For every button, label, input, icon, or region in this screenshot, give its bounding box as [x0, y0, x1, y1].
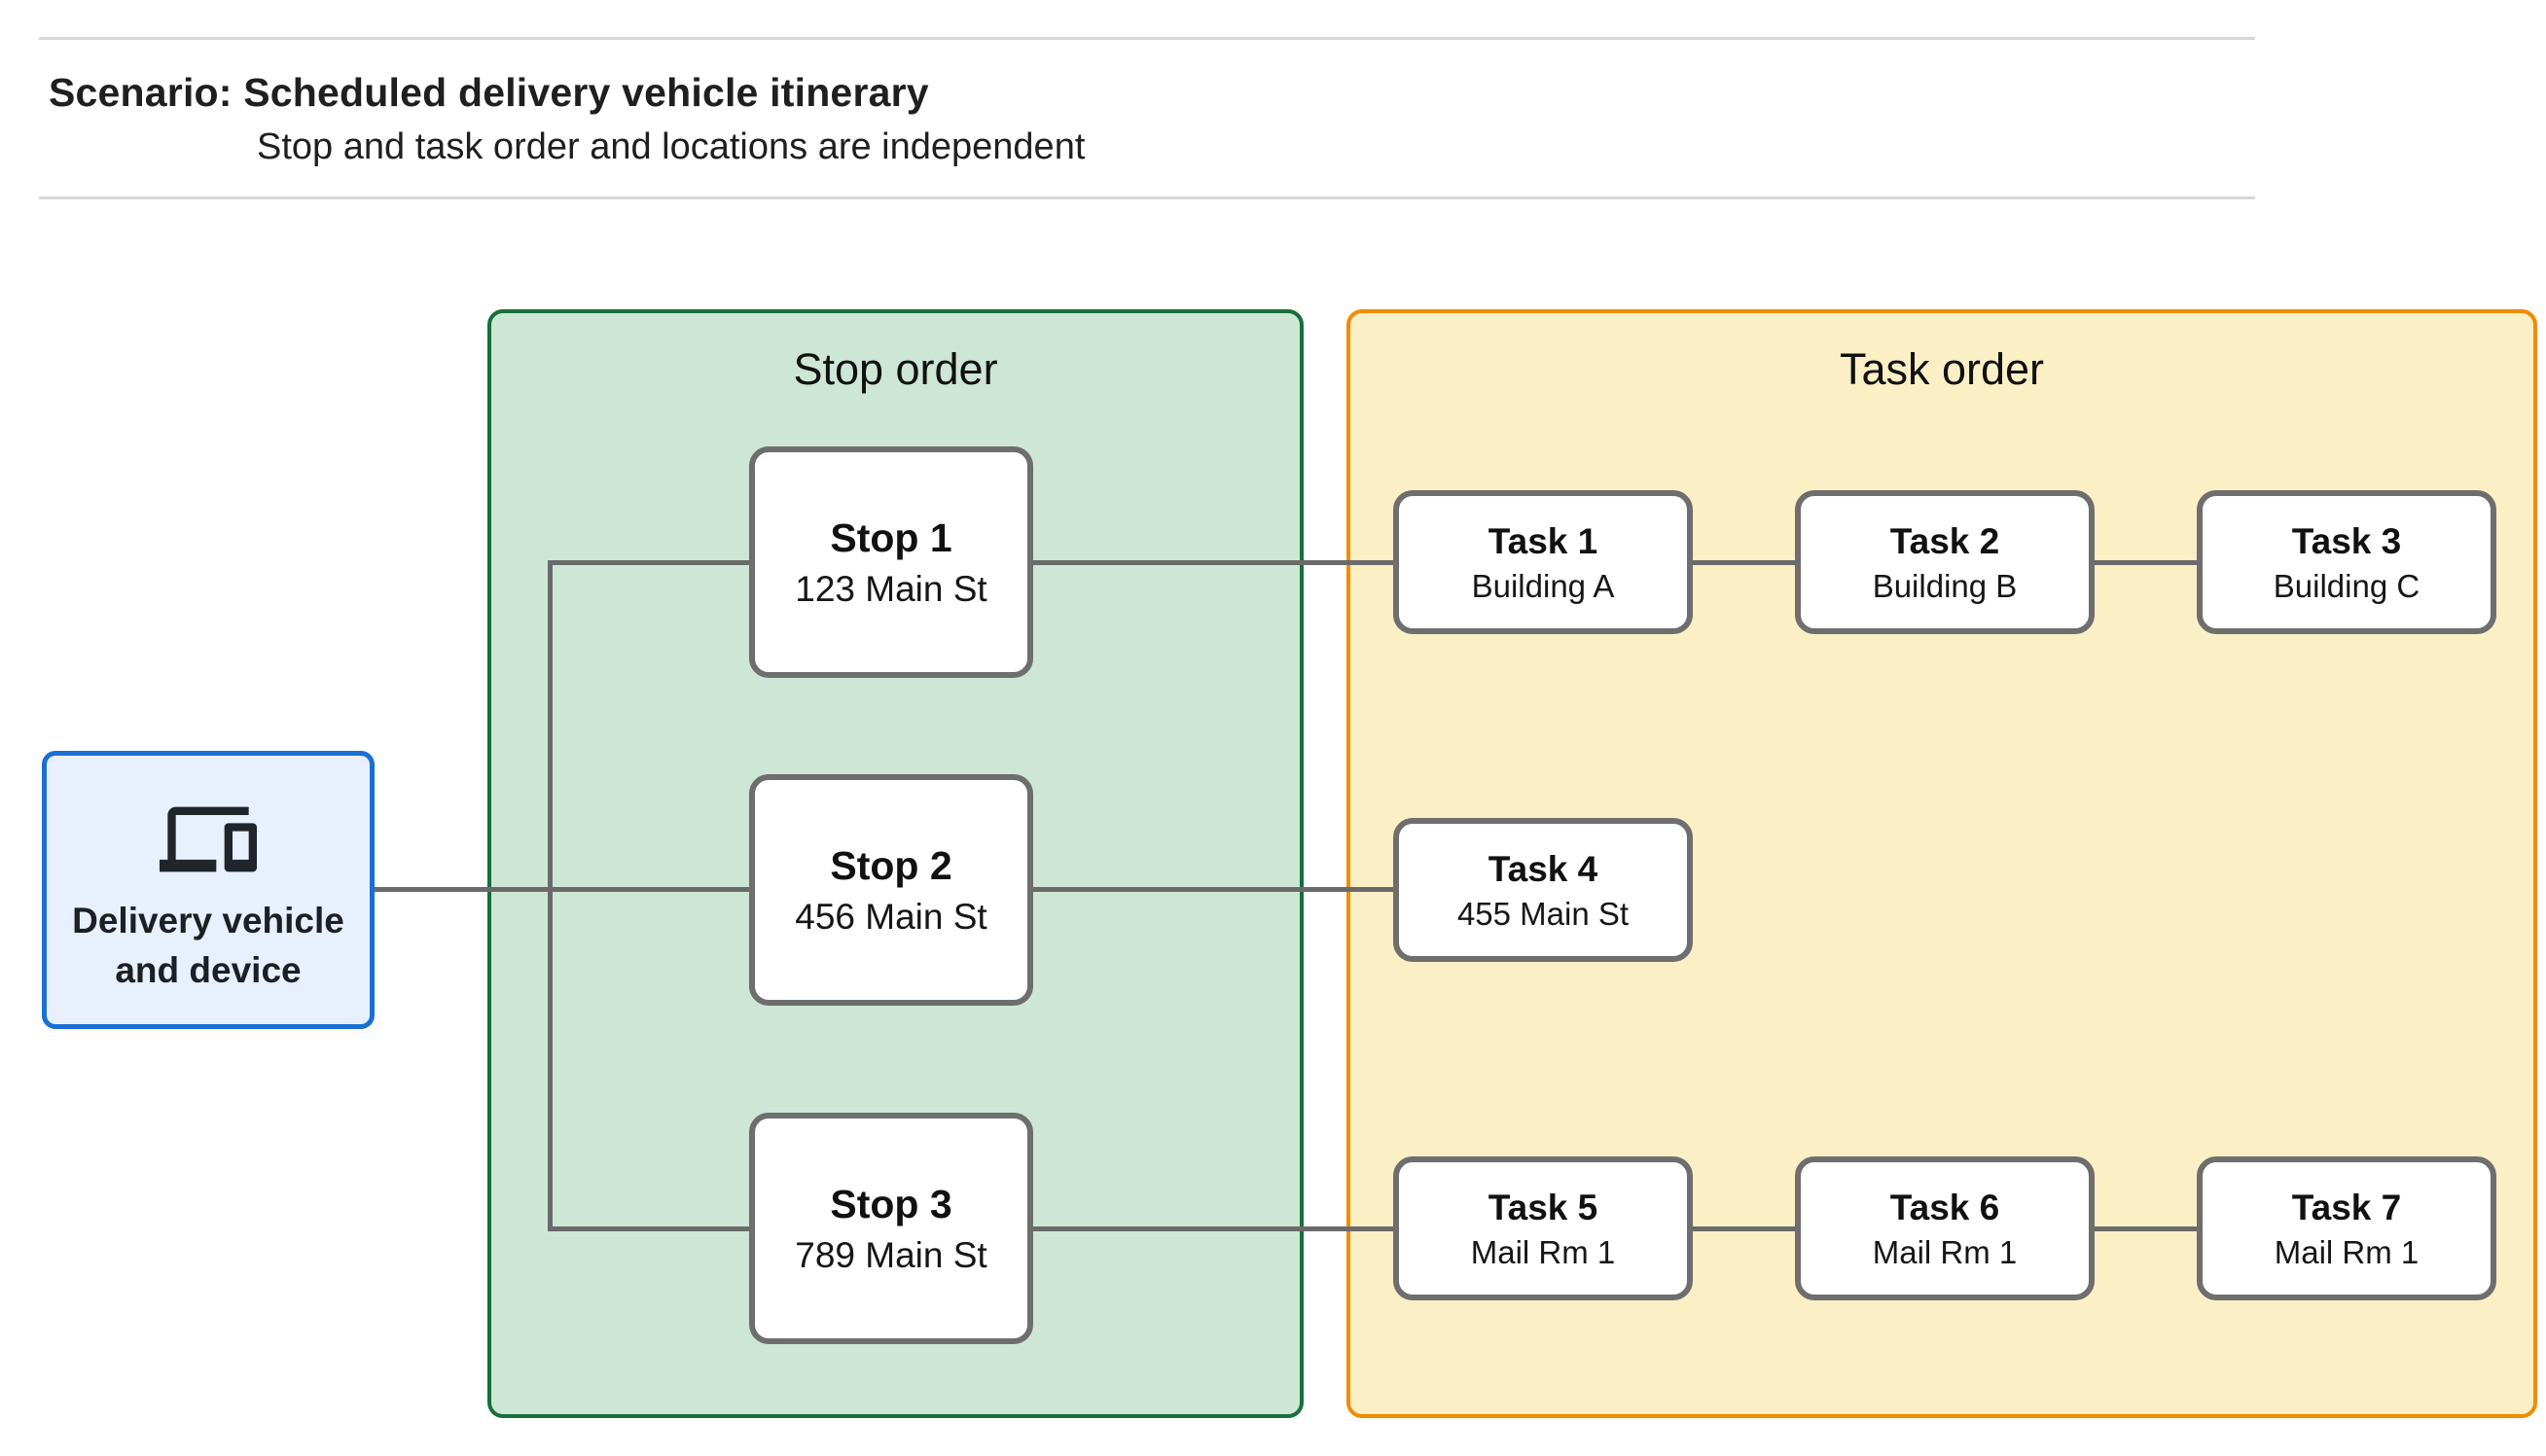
stop-1-title: Stop 1: [830, 515, 952, 561]
task-1-location: Building A: [1471, 567, 1615, 604]
header-divider-top: [39, 37, 2255, 40]
stop-2-node: Stop 2 456 Main St: [749, 774, 1033, 1006]
task-5-title: Task 5: [1488, 1187, 1598, 1227]
delivery-vehicle-node: Delivery vehicle and device: [42, 751, 375, 1029]
connector-branch-to-stop1: [548, 560, 749, 565]
task-5-node: Task 5 Mail Rm 1: [1393, 1156, 1693, 1300]
task-7-title: Task 7: [2291, 1187, 2402, 1227]
task-7-location: Mail Rm 1: [2274, 1233, 2420, 1270]
task-7-node: Task 7 Mail Rm 1: [2197, 1156, 2496, 1300]
task-4-location: 455 Main St: [1456, 895, 1630, 932]
connector-task1-to-task2: [1693, 560, 1795, 565]
delivery-vehicle-label: Delivery vehicle and device: [72, 896, 344, 995]
stop-1-address: 123 Main St: [795, 568, 987, 609]
stop-2-title: Stop 2: [830, 843, 952, 889]
connector-branch-to-stop3: [548, 1226, 749, 1231]
task-6-node: Task 6 Mail Rm 1: [1795, 1156, 2095, 1300]
stop-3-address: 789 Main St: [795, 1234, 987, 1275]
task-1-title: Task 1: [1488, 520, 1598, 561]
connector-task2-to-task3: [2095, 560, 2197, 565]
stop-3-node: Stop 3 789 Main St: [749, 1113, 1033, 1344]
connector-stop2-to-task4: [1033, 887, 1393, 892]
connector-stop1-to-task1: [1033, 560, 1393, 565]
connector-task5-to-task6: [1693, 1226, 1795, 1231]
task-3-location: Building C: [2273, 567, 2420, 604]
task-6-location: Mail Rm 1: [1872, 1233, 2018, 1270]
devices-icon: [160, 806, 257, 872]
task-4-node: Task 4 455 Main St: [1393, 818, 1693, 962]
stop-order-panel-title: Stop order: [793, 344, 998, 394]
connector-stop3-to-task5: [1033, 1226, 1393, 1231]
task-3-node: Task 3 Building C: [2197, 490, 2496, 634]
delivery-vehicle-label-line2: and device: [115, 949, 302, 990]
page-title: Scenario: Scheduled delivery vehicle iti…: [49, 70, 929, 115]
connector-branch-spine: [548, 560, 553, 1231]
task-1-node: Task 1 Building A: [1393, 490, 1693, 634]
task-4-title: Task 4: [1488, 848, 1598, 889]
task-2-title: Task 2: [1889, 520, 2000, 561]
connector-vehicle-to-stop2: [375, 887, 749, 892]
header-divider-bottom: [39, 196, 2255, 199]
delivery-vehicle-label-line1: Delivery vehicle: [72, 900, 344, 941]
connector-task6-to-task7: [2095, 1226, 2197, 1231]
task-2-node: Task 2 Building B: [1795, 490, 2095, 634]
task-3-title: Task 3: [2291, 520, 2402, 561]
task-order-panel-title: Task order: [1839, 344, 2045, 394]
page-subtitle: Stop and task order and locations are in…: [257, 126, 1086, 167]
stop-2-address: 456 Main St: [795, 896, 987, 937]
task-5-location: Mail Rm 1: [1470, 1233, 1616, 1270]
task-2-location: Building B: [1872, 567, 2018, 604]
stop-3-title: Stop 3: [830, 1182, 952, 1227]
task-6-title: Task 6: [1889, 1187, 2000, 1227]
stop-1-node: Stop 1 123 Main St: [749, 446, 1033, 678]
